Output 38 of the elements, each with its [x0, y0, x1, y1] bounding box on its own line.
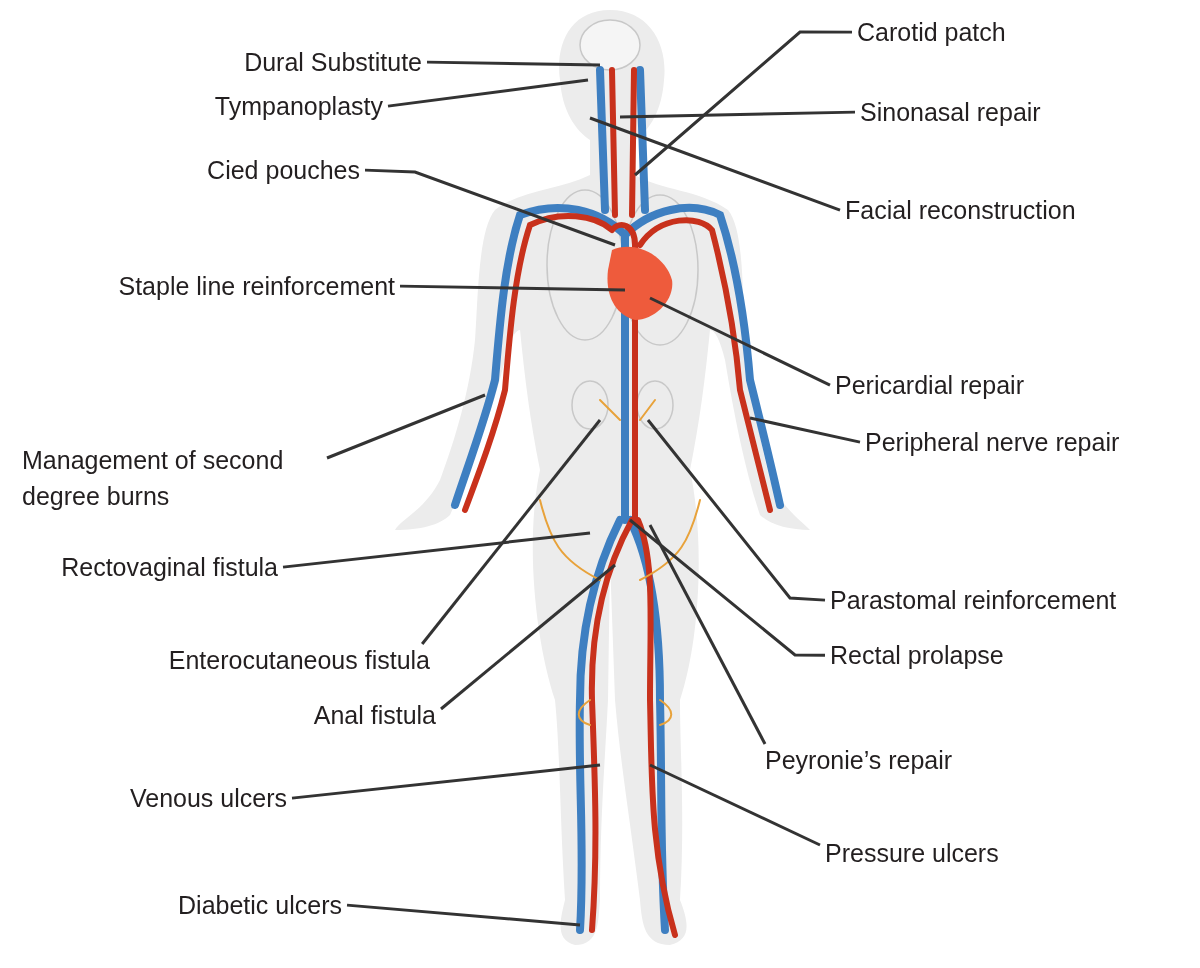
leader-line [634, 30, 852, 177]
callout-label: Pericardial repair [835, 367, 1024, 404]
leader-line [440, 563, 616, 711]
callout-label: Venous ulcers [129, 780, 287, 817]
callout-label: Cied pouches [207, 152, 360, 189]
leader-line [646, 419, 826, 602]
callout-label: Rectal prolapse [830, 637, 1004, 674]
leader-line [649, 296, 831, 387]
leader-line [589, 116, 841, 212]
leader-line [649, 763, 821, 847]
leader-line [749, 416, 861, 444]
leader-line [421, 419, 602, 645]
callout-label: Staple line reinforcement [118, 268, 395, 305]
leader-line [399, 284, 626, 292]
callout-label: Peyronie’s repair [765, 742, 953, 779]
callout-label: Sinonasal repair [860, 94, 1041, 131]
leader-line [291, 763, 601, 800]
callout-label: Dural Substitute [244, 44, 422, 81]
leader-line [282, 531, 591, 569]
leader-line [619, 110, 856, 119]
callout-label: Management of second degree burns [22, 442, 322, 515]
leader-line [326, 393, 486, 460]
leader-line [346, 903, 581, 927]
callout-label: Rectovaginal fistula [61, 549, 278, 586]
leader-line [364, 168, 616, 247]
callout-label: Tympanoplasty [214, 88, 383, 125]
callout-label: Facial reconstruction [845, 192, 1076, 229]
callout-label: Enterocutaneous fistula [168, 642, 430, 679]
callout-label: Carotid patch [857, 14, 1006, 51]
callout-label: Diabetic ulcers [178, 887, 342, 924]
leader-line [387, 78, 589, 108]
leader-line [629, 518, 825, 657]
callout-label: Anal fistula [313, 697, 436, 734]
leader-line [648, 524, 767, 745]
callout-label: Parastomal reinforcement [830, 582, 1117, 619]
callout-label: Peripheral nerve repair [865, 424, 1120, 461]
callout-label: Pressure ulcers [825, 835, 999, 872]
leader-line [426, 60, 601, 67]
